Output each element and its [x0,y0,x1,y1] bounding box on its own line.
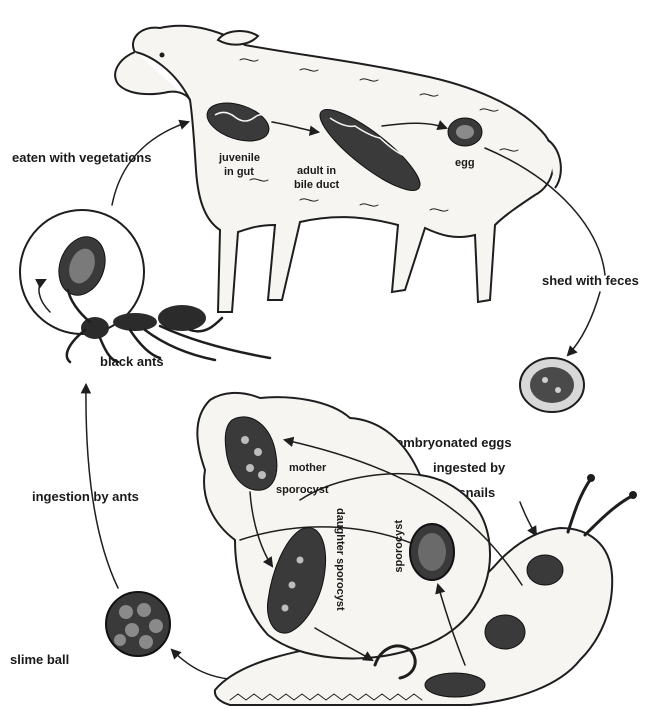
label-slime-ball: slime ball [10,652,69,667]
egg-in-sheep-icon [448,118,482,146]
label-juvenile-line1: juvenile [218,152,260,164]
label-mother-line2: sporocyst [276,484,329,496]
label-ingestion-by-ants: ingestion by ants [32,489,139,504]
label-embryonated-line2: ingested by [433,460,506,475]
label-egg: egg [455,157,475,169]
label-black-ants: black ants [100,354,164,369]
label-shed-with-feces: shed with feces [542,273,639,288]
arrow-to-snail-head [520,502,536,535]
label-adult-line2: bile duct [294,179,340,191]
label-juvenile-line2: in gut [224,166,254,178]
label-sporocyst: sporocyst [393,520,405,573]
label-embryonated-line1: embryonated eggs [396,435,512,450]
label-adult-line1: adult in [297,165,336,177]
label-mother-line1: mother [289,462,327,474]
embryonated-egg-icon [520,358,584,412]
label-daughter-sporocyst: daughter sporocyst [334,508,346,611]
slime-ball-icon [106,592,170,656]
sporocyst-illustration [410,524,454,580]
arrow-slime-to-ants [86,385,118,588]
arrow-feces-to-egg [568,292,600,355]
sheep-illustration [115,26,561,312]
